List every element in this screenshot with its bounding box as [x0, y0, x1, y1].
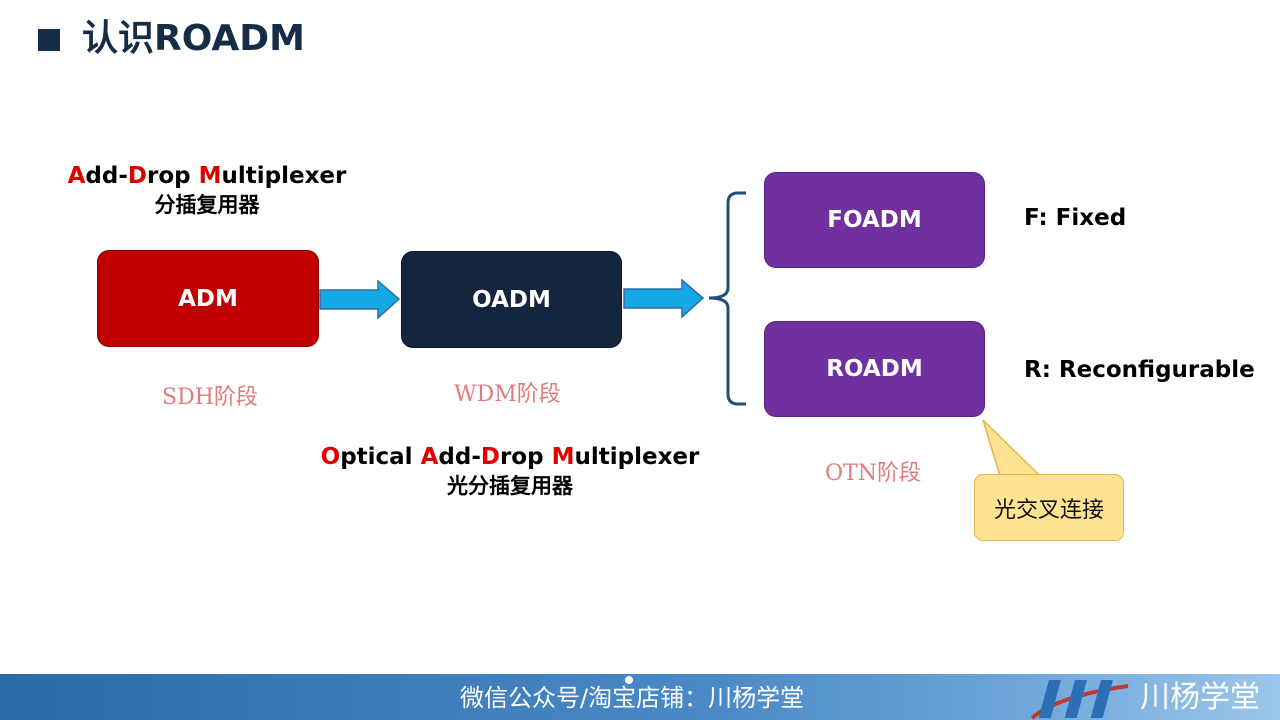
oadm-caption-o: O	[320, 444, 341, 470]
oadm-caption-a: A	[420, 444, 439, 470]
oadm-caption: Optical Add-Drop Multiplexer 光分插复用器	[320, 443, 700, 501]
title-bullet	[38, 29, 60, 51]
stage-wdm: WDM阶段	[454, 382, 561, 407]
oadm-caption-ptical: ptical	[340, 444, 421, 470]
adm-caption-rop: rop	[147, 163, 199, 189]
arrow-adm-to-oadm	[319, 279, 401, 320]
note-reconfigurable: R: Reconfigurable	[1024, 357, 1255, 383]
oadm-caption-rop: rop	[499, 444, 552, 470]
oadm-caption-d: D	[480, 444, 500, 470]
adm-caption-ultiplexer: ultiplexer	[221, 163, 347, 189]
footer-dot	[625, 676, 633, 684]
adm-box: ADM	[97, 250, 319, 347]
adm-caption-chinese: 分插复用器	[154, 193, 260, 217]
brand-logo-icon	[1030, 680, 1129, 720]
adm-caption-line1: Add-Drop Multiplexer	[40, 162, 374, 191]
arrow-oadm-to-roadm	[623, 278, 705, 319]
oadm-caption-chinese: 光分插复用器	[447, 474, 573, 498]
brace-bracket	[708, 191, 746, 406]
adm-caption-d: D	[127, 163, 147, 189]
page-title: 认识ROADM	[82, 18, 305, 59]
adm-caption-dd: dd-	[85, 163, 128, 189]
foadm-box: FOADM	[764, 172, 985, 268]
stage-otn: OTN阶段	[825, 461, 921, 486]
adm-caption-m: M	[198, 163, 222, 189]
oadm-box: OADM	[401, 251, 622, 348]
adm-caption-a: A	[67, 163, 86, 189]
roadm-box: ROADM	[764, 321, 985, 417]
oadm-caption-m: M	[551, 444, 575, 470]
oadm-caption-ultiplexer: ultiplexer	[574, 444, 700, 470]
oadm-caption-dd: dd-	[438, 444, 481, 470]
oadm-caption-line1: Optical Add-Drop Multiplexer	[320, 443, 700, 472]
adm-caption: Add-Drop Multiplexer 分插复用器	[40, 162, 374, 220]
stage-sdh: SDH阶段	[162, 385, 258, 410]
footer-text: 微信公众号/淘宝店铺：川杨学堂	[460, 684, 805, 712]
footer-brand: 川杨学堂	[1140, 680, 1260, 715]
callout-pointer	[982, 419, 1042, 477]
note-fixed: F: Fixed	[1024, 205, 1127, 231]
optical-cross-connect-callout: 光交叉连接	[974, 474, 1124, 541]
